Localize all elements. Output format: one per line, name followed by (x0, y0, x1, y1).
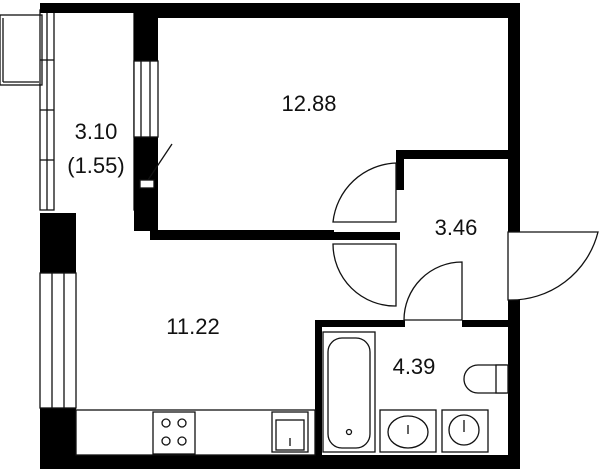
balcony-outline (0, 9, 135, 211)
washing-machine-icon (441, 409, 489, 453)
bathroom-area-label: 4.39 (393, 354, 436, 379)
door-swing-icon (139, 143, 599, 321)
kitchen-living-area-label: 11.22 (166, 314, 219, 339)
window-icon (39, 59, 159, 409)
toilet-icon (463, 364, 509, 394)
balcony-area-label: 3.10 (75, 119, 118, 144)
balcony-area-secondary-label: (1.55) (67, 153, 124, 178)
sink-icon (379, 409, 437, 453)
bedroom-area-label: 12.88 (281, 91, 336, 116)
room-labels: 3.10 (1.55) 12.88 3.46 11.22 4.39 (67, 91, 477, 379)
bathtub-icon (322, 331, 376, 453)
kitchen-sink-icon (271, 411, 309, 453)
stove-icon (152, 411, 196, 455)
hallway-area-label: 3.46 (435, 215, 478, 240)
